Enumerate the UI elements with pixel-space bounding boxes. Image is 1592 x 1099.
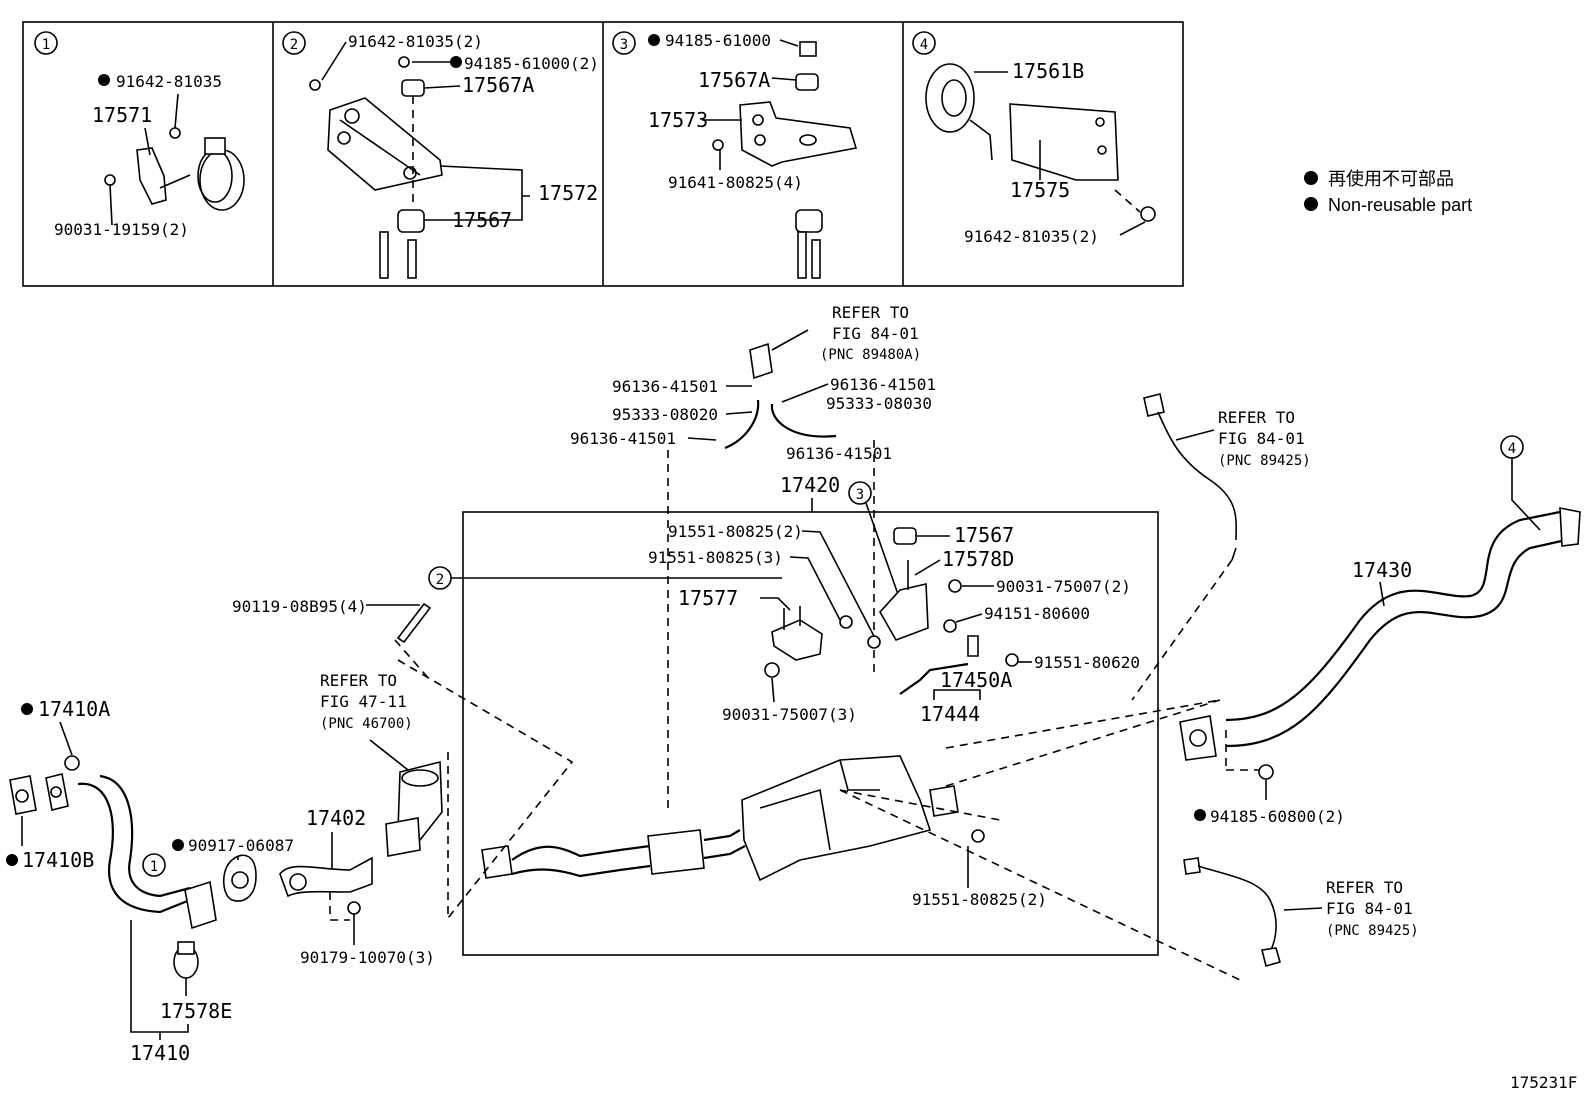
- part-91551-2b: 91551-80825(2): [912, 890, 1047, 909]
- part-96136-c: 96136-41501: [570, 429, 676, 448]
- non-reusable-dot: [1304, 197, 1318, 211]
- vsv-valve: [749, 342, 773, 380]
- inset-3-label-3: 91641-80825(4): [668, 173, 803, 192]
- callout-4: 4: [1508, 441, 1516, 457]
- inset-2-label-2: 17567A: [462, 73, 534, 97]
- converter-17402: REFER TO FIG 47-11 (PNC 46700) 17402 901…: [279, 671, 449, 967]
- inset-3-number: 3: [620, 37, 628, 53]
- callout-2: 2: [436, 572, 444, 588]
- inset-1-label-2: 90031-19159(2): [54, 220, 189, 239]
- non-reusable-dot: [648, 34, 660, 46]
- refer-a-l2: FIG 84-01: [832, 324, 919, 343]
- part-91551-620: 91551-80620: [1034, 653, 1140, 672]
- callout-3: 3: [856, 487, 864, 503]
- refer-c-l2: FIG 84-01: [1326, 899, 1413, 918]
- inset-3-label-1: 17567A: [698, 68, 770, 92]
- non-reusable-dot: [6, 854, 18, 866]
- refer-a-l3: (PNC 89480A): [820, 347, 921, 363]
- refer-a-l1: REFER TO: [832, 303, 909, 322]
- inset-1-label-1: 17571: [92, 103, 152, 127]
- part-17410A: 17410A: [38, 697, 110, 721]
- refer-b-l3: (PNC 89425): [1218, 453, 1311, 469]
- part-95333-a: 95333-08020: [612, 405, 718, 424]
- part-17410: 17410: [130, 1041, 190, 1065]
- part-96136-a: 96136-41501: [612, 377, 718, 396]
- hanger-17577: 91551-80825(2) 91551-80825(3) 17577 9003…: [648, 522, 881, 724]
- refer-c-l3: (PNC 89425): [1326, 923, 1419, 939]
- non-reusable-dot: [98, 74, 110, 86]
- inset-1-number: 1: [42, 37, 50, 53]
- refer-4711-l2: FIG 47-11: [320, 692, 407, 711]
- inset-panel: [22, 21, 1184, 287]
- inset-2-number: 2: [290, 37, 298, 53]
- non-reusable-dot: [21, 703, 33, 715]
- legend-line1: 再使用不可部品: [1328, 169, 1454, 189]
- part-91551-2a: 91551-80825(2): [668, 522, 803, 541]
- inset-2-label-3: 17572: [538, 181, 598, 205]
- tail-pipe-17430: REFER TO FIG 84-01 (PNC 89425) 4 17430 9…: [1131, 393, 1581, 826]
- center-muffler: 91551-80825(2): [397, 659, 1241, 981]
- part-90031-3: 90031-75007(3): [722, 705, 857, 724]
- front-pipe-17410: 17410A 17410B 1 90917-06087 17578E 17410: [6, 697, 294, 1065]
- inset-2: 2 91642-81035(2) 94185-61000(2) 17567A 1…: [282, 31, 599, 279]
- vacuum-hose-group: REFER TO FIG 84-01 (PNC 89480A) 96136-41…: [570, 303, 936, 810]
- inset-3-label-0: 94185-61000: [665, 31, 771, 50]
- part-17410B: 17410B: [22, 848, 94, 872]
- refer-b-l1: REFER TO: [1218, 408, 1295, 427]
- part-17578D: 17578D: [942, 547, 1014, 571]
- part-90179: 90179-10070(3): [300, 948, 435, 967]
- inset-4: 4 17561B 17575 91642-81035(2): [912, 31, 1156, 246]
- part-96136-b: 96136-41501: [830, 375, 936, 394]
- legend-line2: Non-reusable part: [1328, 195, 1472, 215]
- part-90917: 90917-06087: [188, 836, 294, 855]
- hanger-group-3: 3 17567 17578D 90031-75007(2) 94151-8060…: [848, 481, 1140, 726]
- part-91551-3: 91551-80825(3): [648, 548, 783, 567]
- refer-4711-l1: REFER TO: [320, 671, 397, 690]
- inset-2-label-1: 94185-61000(2): [464, 54, 599, 73]
- muffler-assembly-box: [462, 511, 1159, 956]
- part-17420: 17420: [780, 473, 840, 497]
- refer-4711-l3: (PNC 46700): [320, 716, 413, 732]
- inset-3-label-2: 17573: [648, 108, 708, 132]
- part-94151: 94151-80600: [984, 604, 1090, 623]
- lower-sensor: REFER TO FIG 84-01 (PNC 89425): [1183, 857, 1419, 967]
- inset-4-label-1: 17575: [1010, 178, 1070, 202]
- part-17402: 17402: [306, 806, 366, 830]
- part-17430: 17430: [1352, 558, 1412, 582]
- part-96136-d: 96136-41501: [786, 444, 892, 463]
- inset-2-label-0: 91642-81035(2): [348, 32, 483, 51]
- part-17577: 17577: [678, 586, 738, 610]
- refer-b-l2: FIG 84-01: [1218, 429, 1305, 448]
- part-90119: 90119-08B95(4): [232, 597, 367, 616]
- figure-id: 175231F: [1510, 1073, 1577, 1092]
- non-reusable-dot: [450, 56, 462, 68]
- part-95333-b: 95333-08030: [826, 394, 932, 413]
- non-reusable-dot: [172, 839, 184, 851]
- part-17450A: 17450A: [940, 668, 1012, 692]
- inset-4-label-2: 91642-81035(2): [964, 227, 1099, 246]
- inset-3: 3 94185-61000 17567A 17573 91641-80825(4…: [612, 31, 858, 279]
- part-94185-608: 94185-60800(2): [1210, 807, 1345, 826]
- callout-1: 1: [150, 859, 158, 875]
- non-reusable-dot: [1194, 809, 1206, 821]
- non-reusable-dot: [1304, 171, 1318, 185]
- legend: 再使用不可部品 Non-reusable part: [1304, 169, 1472, 215]
- inset-1-label-0: 91642-81035: [116, 72, 222, 91]
- part-17444: 17444: [920, 702, 980, 726]
- part-90031-2: 90031-75007(2): [996, 577, 1131, 596]
- part-17567: 17567: [954, 523, 1014, 547]
- refer-c-l1: REFER TO: [1326, 878, 1403, 897]
- inset-4-number: 4: [920, 37, 928, 53]
- inset-1: 1 91642-81035 17571 90031-19159(2): [34, 31, 245, 239]
- inset-4-label-0: 17561B: [1012, 59, 1084, 83]
- part-17578E: 17578E: [160, 999, 232, 1023]
